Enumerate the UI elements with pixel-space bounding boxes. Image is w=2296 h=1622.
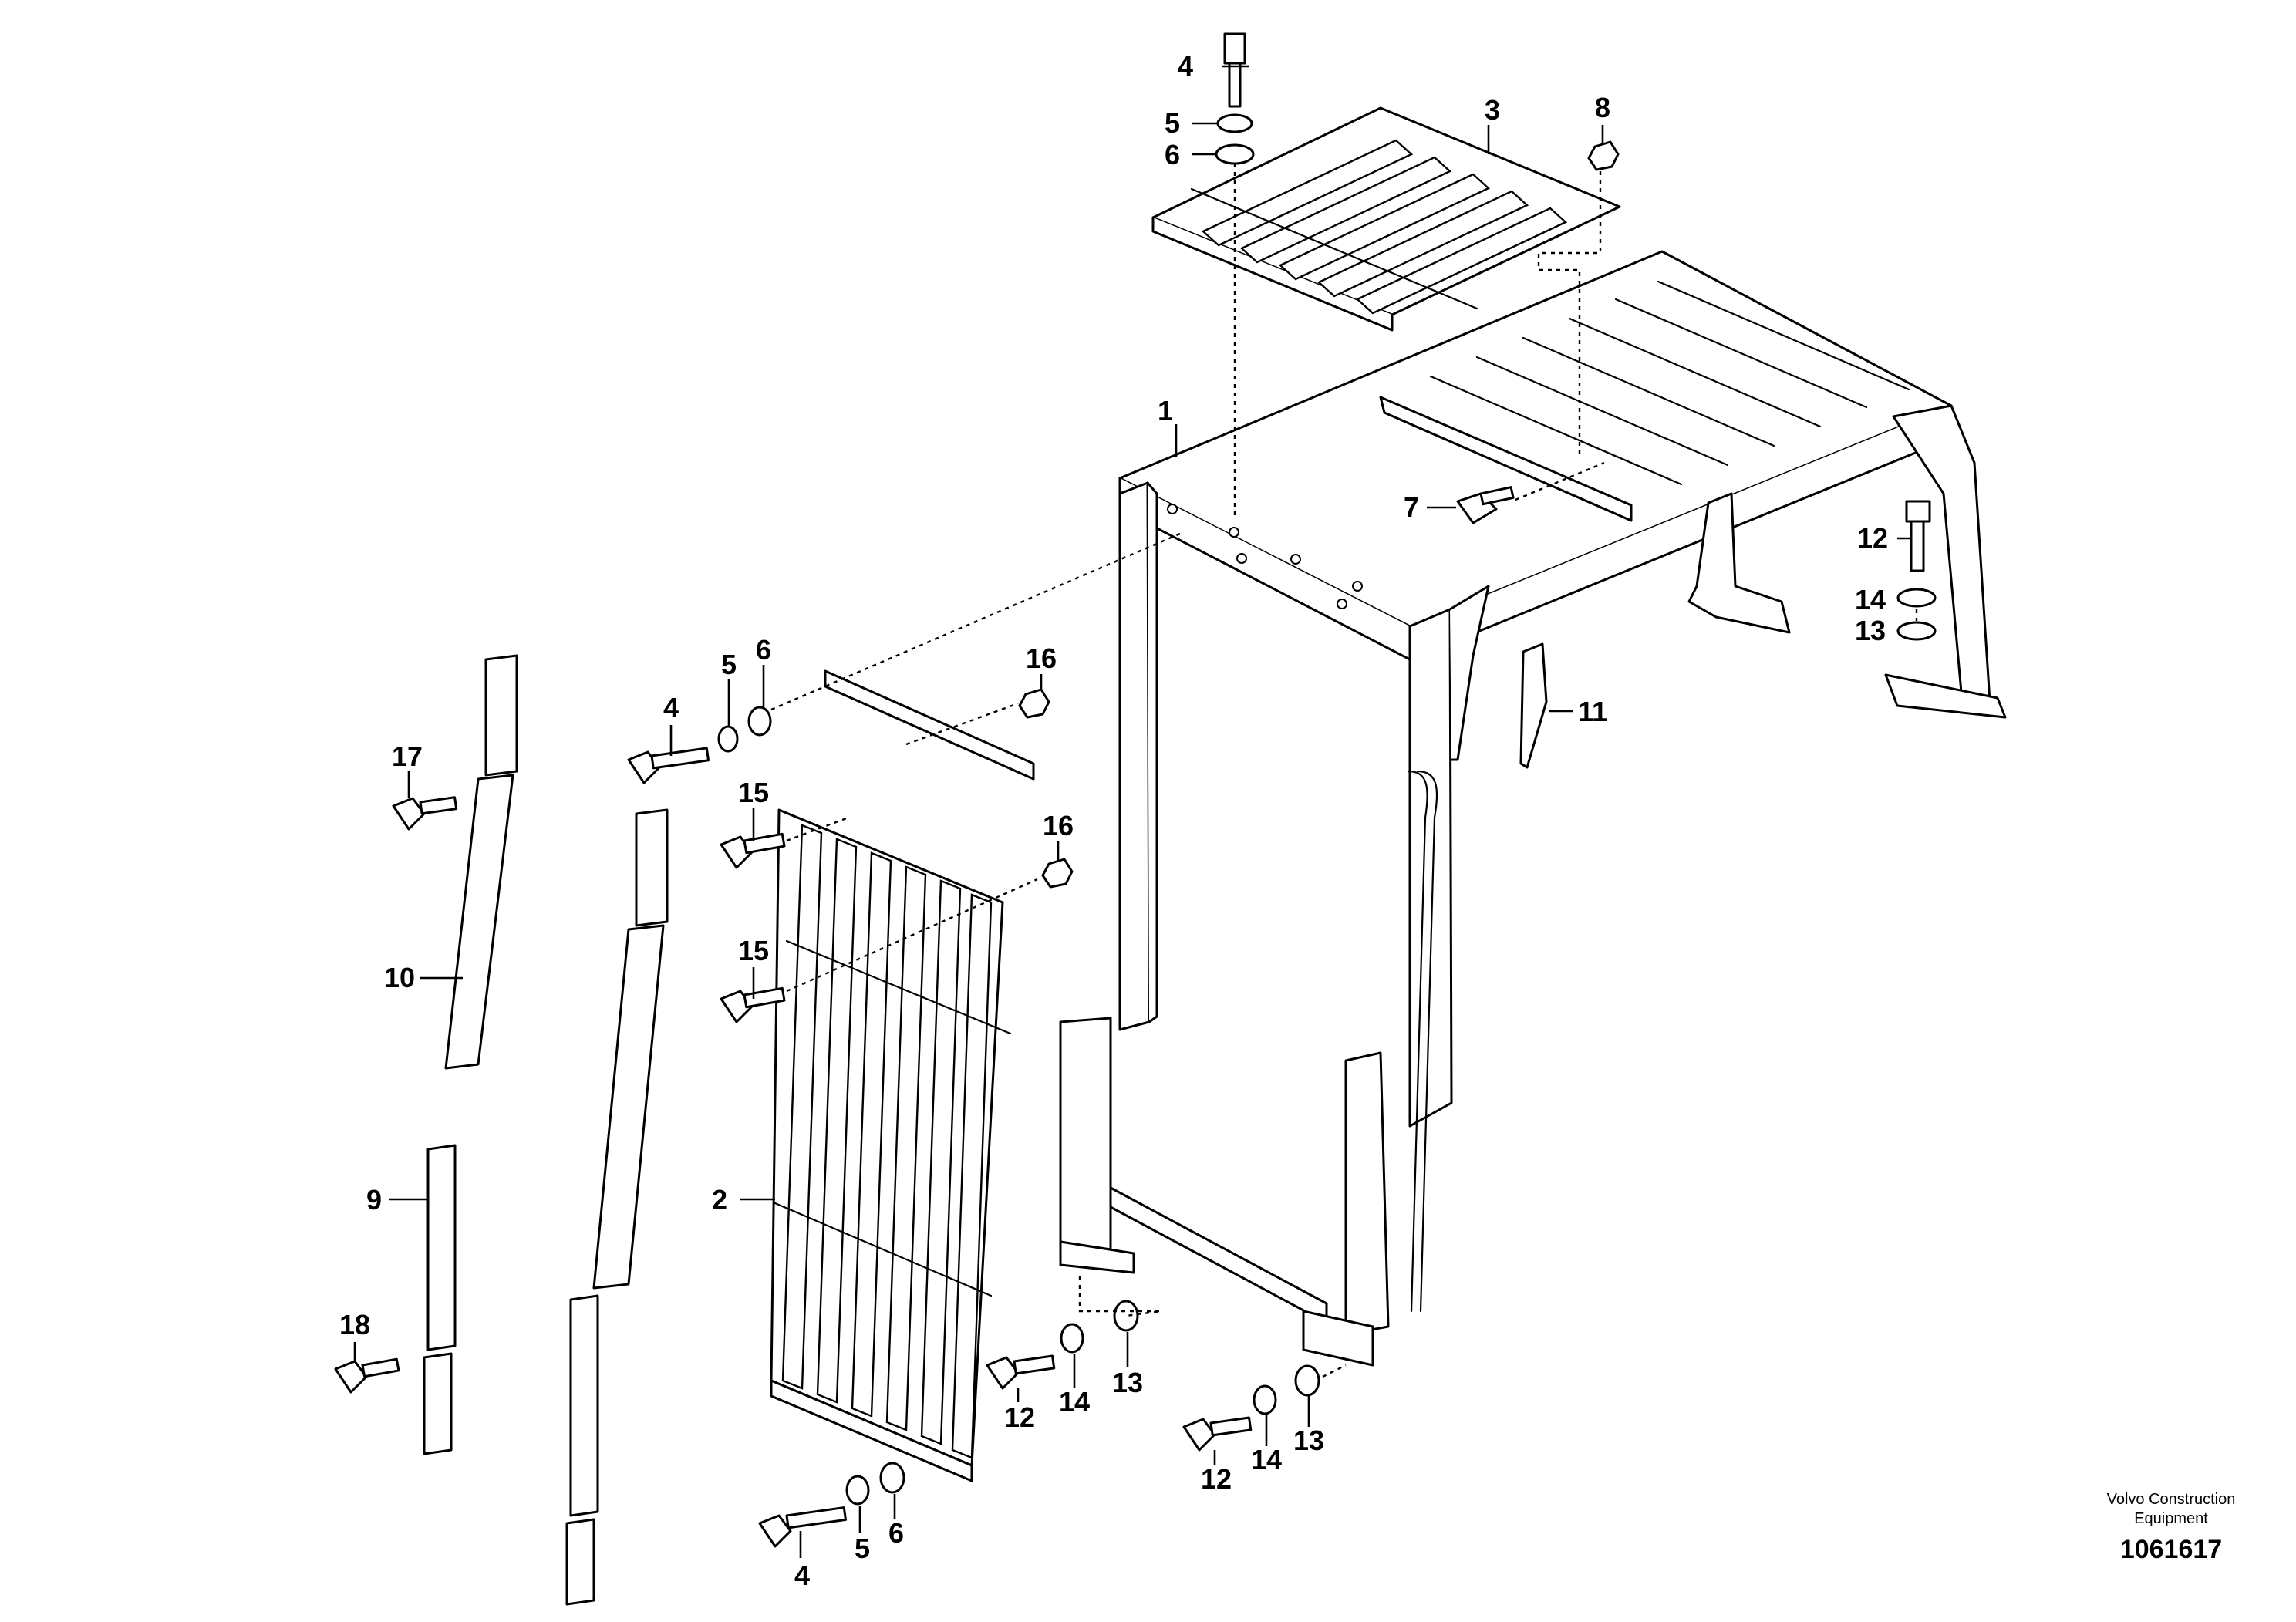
callout-washer-a-mid: 5 bbox=[721, 649, 737, 680]
top-guard bbox=[1151, 106, 1621, 332]
front-guard bbox=[770, 669, 1035, 1482]
callout-washer-a-bottom: 5 bbox=[855, 1533, 870, 1564]
callout-base-screw-left: 12 bbox=[1004, 1401, 1035, 1433]
callout-base-washer-b-left: 14 bbox=[1059, 1386, 1090, 1418]
callout-lower-strip: 9 bbox=[366, 1184, 382, 1216]
callout-screw-bottom: 4 bbox=[794, 1560, 810, 1591]
callout-strip-screw-lower: 18 bbox=[339, 1309, 370, 1340]
callout-washer-b-bottom: 6 bbox=[888, 1517, 904, 1549]
assembly-lines bbox=[770, 164, 1918, 1378]
callout-top-guard: 3 bbox=[1485, 94, 1500, 126]
callout-washer-b-top: 6 bbox=[1165, 139, 1180, 170]
callout-washer-a-top: 5 bbox=[1165, 107, 1180, 139]
callout-side-screw: 7 bbox=[1404, 491, 1419, 523]
callout-base-washer-b-right: 14 bbox=[1855, 584, 1886, 615]
callout-bracket: 11 bbox=[1578, 696, 1607, 727]
callout-base-washer-b-mid: 14 bbox=[1251, 1444, 1282, 1475]
callout-base-washer-a-left: 13 bbox=[1112, 1367, 1143, 1398]
lower-strip bbox=[423, 1144, 457, 1455]
callout-nut: 8 bbox=[1595, 92, 1610, 123]
callout-front-guard: 2 bbox=[712, 1184, 727, 1216]
bracket bbox=[1519, 642, 1548, 769]
callout-base-washer-a-right: 13 bbox=[1855, 615, 1886, 646]
callout-flange-nut-lower: 16 bbox=[1043, 810, 1074, 841]
drawing-number: 1061617 bbox=[2120, 1535, 2222, 1564]
callout-base-screw-right: 12 bbox=[1857, 522, 1888, 554]
callout-strip-screw-upper: 17 bbox=[392, 740, 423, 772]
callout-upper-strip: 10 bbox=[384, 962, 415, 993]
main-frame bbox=[1059, 250, 2007, 1367]
callout-base-washer-a-mid: 13 bbox=[1293, 1425, 1324, 1456]
publisher-line-2: Equipment bbox=[2134, 1510, 2208, 1527]
leader-lines bbox=[353, 65, 1911, 1558]
callout-screw-top: 4 bbox=[1178, 50, 1193, 82]
footer: Volvo Construction Equipment 1061617 bbox=[2107, 1491, 2236, 1564]
callout-flange-screw-lower: 15 bbox=[738, 935, 769, 966]
publisher-line-1: Volvo Construction bbox=[2107, 1491, 2236, 1508]
callout-screw-mid: 4 bbox=[663, 692, 679, 723]
callout-flange-nut-upper: 16 bbox=[1026, 642, 1057, 674]
callouts: 1 2 3 4 5 6 7 8 9 10 11 12 14 13 4 5 6 1… bbox=[339, 50, 1888, 1591]
callout-flange-screw-upper: 15 bbox=[738, 777, 769, 808]
fasteners bbox=[334, 32, 1937, 1548]
callout-frame: 1 bbox=[1158, 395, 1173, 427]
upper-strip bbox=[444, 654, 518, 1070]
callout-base-screw-mid: 12 bbox=[1201, 1463, 1232, 1495]
side-strip-pair bbox=[565, 808, 669, 1606]
callout-washer-b-mid: 6 bbox=[756, 634, 771, 666]
